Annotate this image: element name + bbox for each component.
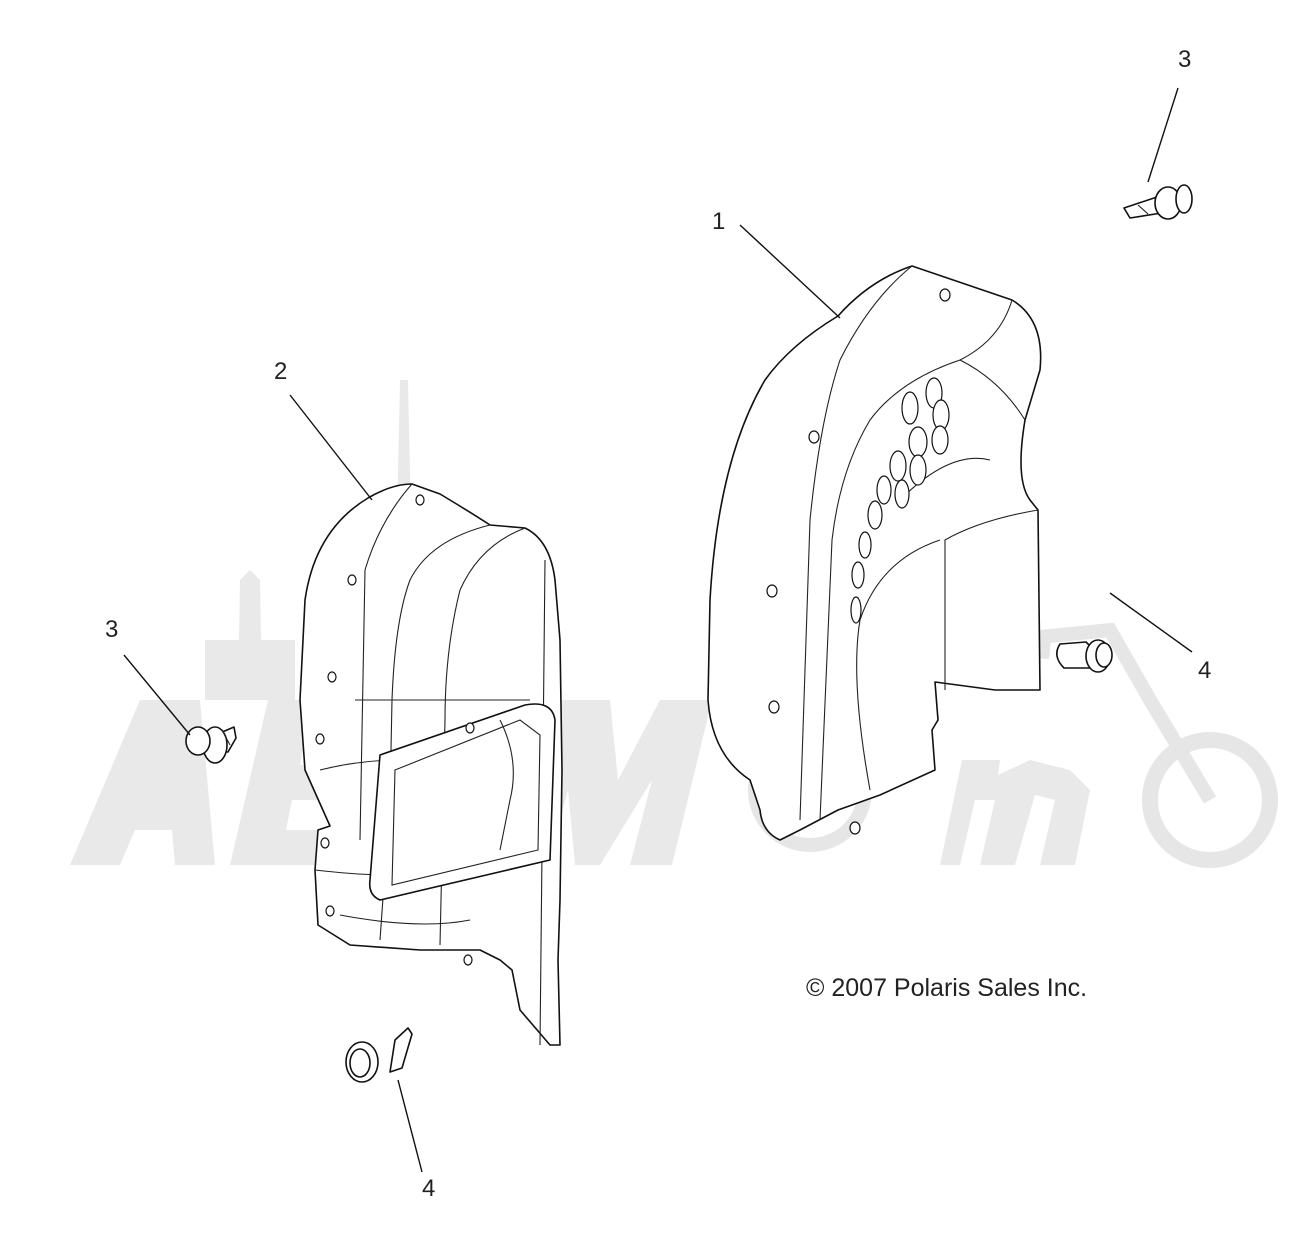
- leader-line-4a: [1109, 592, 1193, 653]
- callout-4-bottom: 4: [422, 1175, 435, 1202]
- leader-line-2: [289, 394, 373, 501]
- heat-shield-part-2: [299, 483, 563, 1046]
- heat-shield-part-1: [707, 265, 1042, 841]
- flange-bolt-icon: [345, 1027, 413, 1083]
- callout-2: 2: [274, 358, 287, 385]
- callout-3-left: 3: [105, 616, 118, 643]
- leader-line-4b: [397, 1079, 423, 1173]
- push-rivet-icon: [1123, 184, 1193, 220]
- leader-line-3b: [123, 654, 191, 736]
- callout-3-top: 3: [1178, 46, 1191, 73]
- leader-line-3a: [1147, 87, 1179, 183]
- watermark-logo: [70, 380, 1278, 868]
- leader-line-1: [739, 224, 841, 319]
- callout-4-right: 4: [1198, 657, 1211, 684]
- callout-1: 1: [712, 208, 725, 235]
- watermark-letters: [70, 700, 1090, 865]
- push-rivet-icon: [185, 726, 237, 764]
- flange-bolt-icon: [1056, 639, 1113, 673]
- copyright-notice: © 2007 Polaris Sales Inc.: [806, 974, 1088, 1002]
